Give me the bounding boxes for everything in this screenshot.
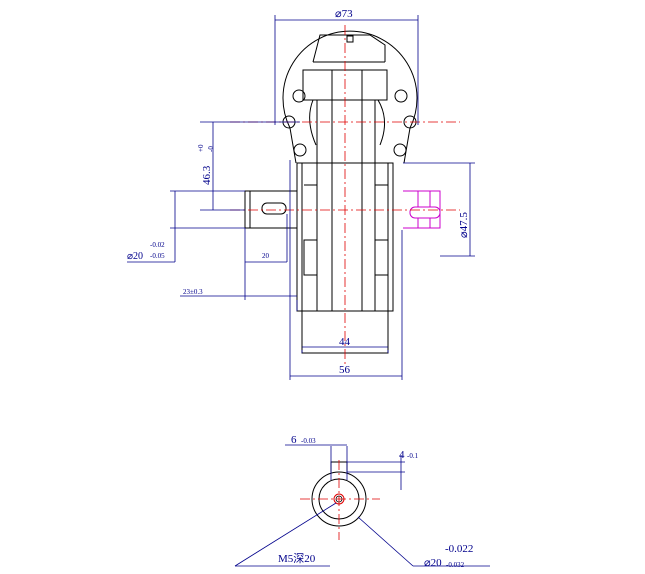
dim-shaft-length: 23±0.3 (180, 288, 298, 311)
body-inner-label: 44 (339, 336, 351, 348)
flange-dia-label: ⌀73 (335, 8, 353, 20)
key-width-label: 6 (291, 434, 297, 446)
dim-key-width: 6 -0.03 (285, 434, 348, 480)
dim-key-depth: 4 -0.1 (347, 449, 419, 490)
end-tol-upper: -0.022 (445, 543, 473, 555)
height-tol-lower: -0 (207, 146, 215, 152)
flange-outline (282, 30, 418, 164)
dim-flange-diameter: ⌀73 (274, 8, 419, 125)
dim-key-length: 20 (244, 214, 288, 300)
thread-label: M5深20 (278, 552, 316, 565)
body-outer-label: 56 (339, 364, 351, 376)
end-tol-lower: -0.032 (446, 561, 465, 569)
shaft-dia-label: ⌀20 (127, 251, 143, 262)
dim-height: 46.3 +0 -0 (197, 121, 300, 211)
dim-end-diameter: ⌀20 -0.022 -0.032 (357, 516, 490, 569)
key-width-tol: -0.03 (301, 437, 316, 445)
shaft-tol-lower: -0.05 (150, 252, 165, 260)
key-depth-label: 4 (399, 449, 405, 461)
dim-body-outer: 56 (289, 160, 403, 380)
key-depth-tol: -0.1 (407, 452, 419, 460)
output-bore-outline (403, 190, 441, 229)
shaft-tol-upper: -0.02 (150, 241, 165, 249)
height-label: 46.3 (201, 165, 213, 185)
input-shaft (244, 190, 298, 229)
dim-shaft-diameter: ⌀20 -0.02 -0.05 (127, 190, 245, 263)
dim-bore-diameter: ⌀47.5 (403, 162, 475, 257)
bore-dia-label: ⌀47.5 (458, 212, 470, 238)
height-tol-upper: +0 (197, 144, 205, 152)
shaft-len-label: 23±0.3 (183, 288, 203, 296)
key-len-label: 20 (262, 252, 270, 260)
dim-body-inner: 44 (301, 336, 389, 353)
end-dia-label: ⌀20 (424, 557, 442, 569)
dim-thread: M5深20 (234, 502, 337, 567)
